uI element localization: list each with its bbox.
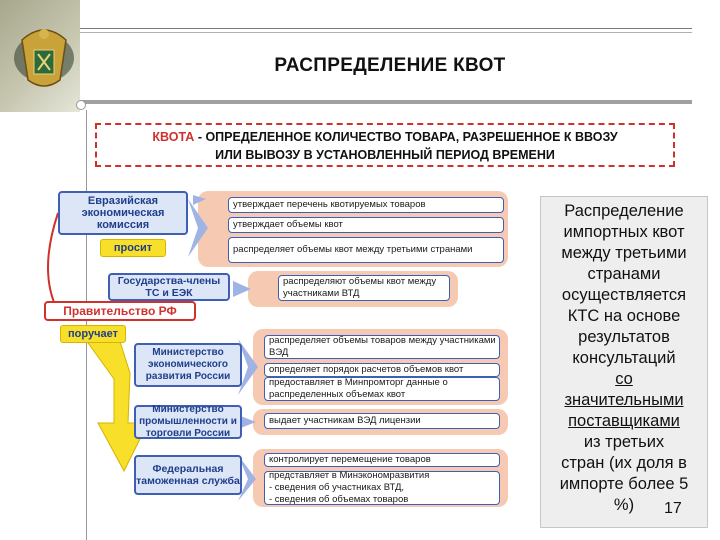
quota-flow-diagram: Евразийская экономическая комиссия утвер… [38,183,524,535]
asks-label: просит [100,239,166,257]
eec-action-2: утверждает объемы квот [228,217,504,233]
minecon-action-3: предоставляет в Минпромторг данные о рас… [264,377,500,401]
customs-action-2-item-2: - сведения об объемах товаров [269,494,409,505]
link-eec-government [47,212,59,312]
note-line: результатов [578,328,670,346]
rule-bullet-icon [76,100,86,110]
note-line: из третьих [583,433,665,451]
customs-action-2-title: представляет в Минэкономразвития [269,470,430,481]
arrow-eec-fan [188,199,208,257]
instructs-arrow [77,328,149,473]
eec-action-1: утверждает перечень квотируемых товаров [228,197,504,213]
emblem-panel [0,0,80,112]
note-underlined: со [615,370,633,388]
definition-text-1: - ОПРЕДЕЛЕННОЕ КОЛИЧЕСТВО ТОВАРА, РАЗРЕШ… [194,130,618,144]
note-underlined: значительными [564,391,684,409]
top-rule-thin [80,32,692,33]
member-states-action: распределяют объемы квот между участника… [278,275,450,301]
customs-action-1: контролирует перемещение товаров [264,453,500,467]
customs-box: Федеральная таможенная служба [134,455,242,495]
customs-action-2: представляет в Минэкономразвития - сведе… [264,470,500,505]
customs-emblem-icon [14,29,74,87]
arrow-customs-fan [238,455,256,501]
diagram-arrows [47,195,258,501]
definition-line-2: ИЛИ ВЫВОЗУ В УСТАНОВЛЕННЫЙ ПЕРИОД ВРЕМЕН… [215,148,555,162]
minprom-action: выдает участникам ВЭД лицензии [264,413,500,429]
instructs-label: поручает [60,325,126,343]
government-box: Правительство РФ [44,301,196,321]
definition-line-1: КВОТА - ОПРЕДЕЛЕННОЕ КОЛИЧЕСТВО ТОВАРА, … [97,128,673,146]
minecon-action-1: распределяет объемы товаров между участн… [264,335,500,359]
arrow-eec-1 [193,195,206,205]
minecon-action-2: определяет порядок расчетов объемов квот [264,363,500,377]
note-line: консультаций [572,349,676,367]
header-rule [80,100,692,104]
note-line: стран (их доля в [561,454,687,472]
note-line: КТС на основе [567,307,681,325]
note-line: импорте более 5 [559,475,689,493]
note-line: импортных квот [563,223,685,241]
top-rule [80,28,692,29]
note-line: между третьими [561,244,687,262]
minecon-box: Министерство экономического развития Рос… [134,343,242,387]
arrow-minprom [238,415,256,429]
third-countries-note: Распределение импортных квот между треть… [540,196,708,528]
minprom-box: Министерство промышленности и торговли Р… [134,404,242,439]
note-line: странами [587,265,661,283]
page-title: РАСПРЕДЕЛЕНИЕ КВОТ [274,55,506,76]
note-line: %) [613,496,635,514]
note-underlined: поставщиками [568,412,680,430]
arrow-member [233,281,251,297]
member-states-box: Государства-члены ТС и ЕЭК [108,273,230,301]
eec-box: Евразийская экономическая комиссия [58,191,188,235]
eec-action-3: распределяет объемы квот между третьими … [228,237,504,263]
customs-action-2-item-1: - сведения об участниках ВТД, [269,482,405,493]
quota-definition: КВОТА - ОПРЕДЕЛЕННОЕ КОЛИЧЕСТВО ТОВАРА, … [95,123,675,167]
arrow-minecon-fan [238,339,258,395]
note-line: осуществляется [561,286,687,304]
note-line: Распределение [564,202,684,220]
definition-term: КВОТА [152,130,195,144]
page-number: 17 [664,500,682,517]
